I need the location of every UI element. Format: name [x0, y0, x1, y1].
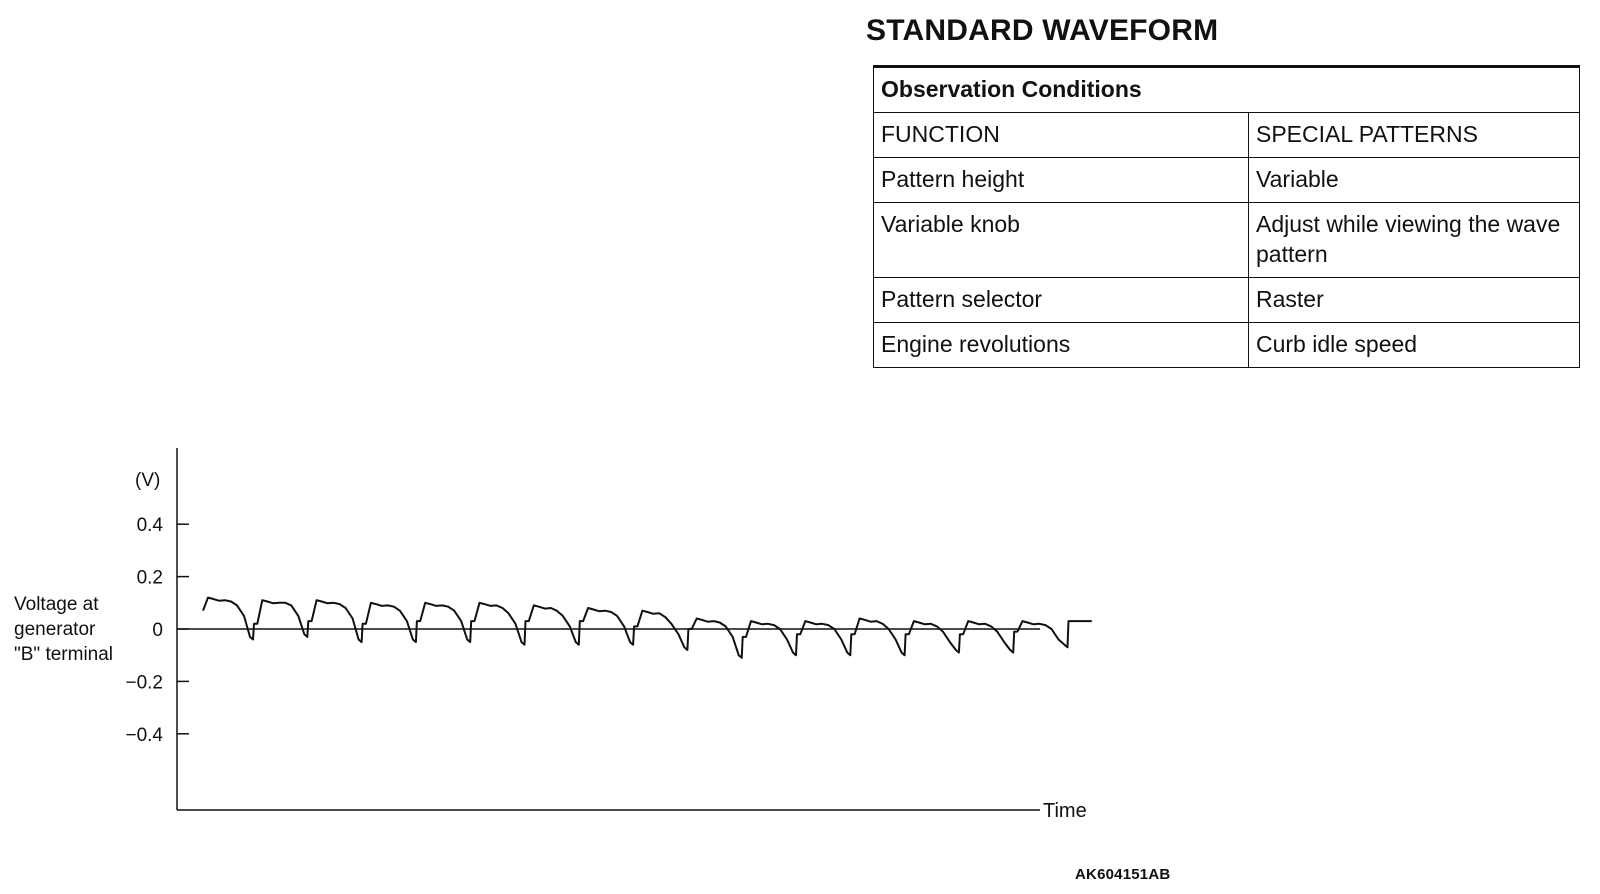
table-row: Variable knob Adjust while viewing the w…: [873, 202, 1580, 278]
y-tick-label: −0.4: [125, 725, 163, 746]
x-axis-label: Time: [1043, 800, 1087, 822]
table-cell: Pattern height: [873, 157, 1249, 203]
table-cell: Variable: [1248, 157, 1580, 203]
table-row: Pattern selector Raster: [873, 277, 1580, 323]
y-tick-label: −0.2: [125, 672, 163, 693]
y-axis-label-line-1: Voltage at: [14, 594, 99, 615]
table-cell: Variable knob: [873, 202, 1249, 278]
y-ticks: 0.4 0.2 0 −0.2 −0.4: [125, 515, 189, 746]
table-row: Engine revolutions Curb idle speed: [873, 322, 1580, 368]
reference-code: AK604151AB: [1075, 866, 1171, 883]
table-cell: Engine revolutions: [873, 322, 1249, 368]
table-title-row: Observation Conditions: [873, 65, 1580, 113]
table-title: Observation Conditions: [873, 65, 1580, 113]
table-row: Pattern height Variable: [873, 157, 1580, 203]
y-axis-label-line-3: "B" terminal: [14, 644, 113, 665]
y-tick-label: 0.4: [137, 515, 164, 536]
y-tick-label: 0: [152, 620, 163, 641]
y-axis-label-line-2: generator: [14, 619, 96, 640]
y-tick-label: 0.2: [137, 568, 163, 589]
table-cell: Curb idle speed: [1248, 322, 1580, 368]
table-cell: Pattern selector: [873, 277, 1249, 323]
y-unit-label: (V): [135, 470, 160, 491]
table-cell: Raster: [1248, 277, 1580, 323]
table-cell: Adjust while viewing the wave pattern: [1248, 202, 1580, 278]
observation-conditions-table: Observation Conditions FUNCTION SPECIAL …: [873, 65, 1580, 368]
waveform-series-line: [202, 596, 1092, 659]
table-cell: SPECIAL PATTERNS: [1248, 112, 1580, 158]
page-heading: STANDARD WAVEFORM: [866, 14, 1219, 47]
